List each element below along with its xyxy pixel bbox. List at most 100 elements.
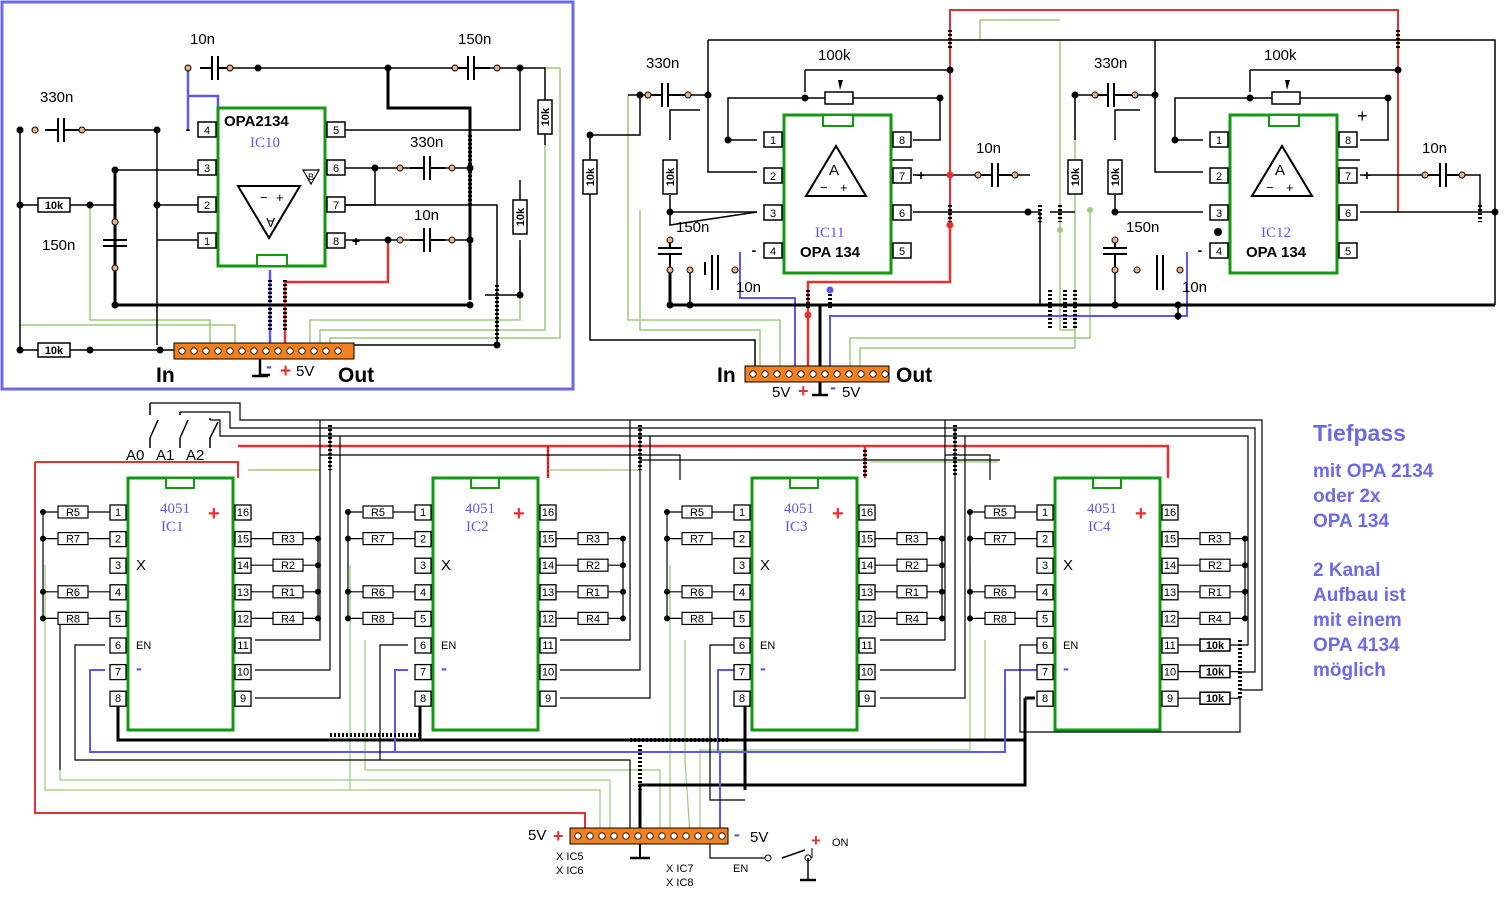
- filter-right-capacitors: [648, 83, 1462, 290]
- notes-panel: Tiefpass mit OPA 2134 oder 2x OPA 134 2 …: [1313, 420, 1433, 683]
- mux-type-label: 4051: [1087, 501, 1117, 517]
- mux-pin-number: 5: [115, 613, 121, 625]
- mux-plus: +: [832, 503, 844, 525]
- opamp-a-label: A: [266, 215, 275, 230]
- mux-ref-label: IC3: [785, 519, 808, 535]
- mux-pin-number: 8: [420, 693, 426, 705]
- ic11-ref: IC11: [815, 225, 844, 241]
- mux-resistor-label: R8: [66, 613, 80, 625]
- svg-text:4: 4: [1216, 246, 1222, 258]
- mux-resistor: [984, 585, 1016, 599]
- mux-resistor-label: R7: [371, 534, 385, 546]
- ic11-minus: -: [752, 242, 757, 258]
- notes-title: Tiefpass: [1313, 420, 1406, 446]
- svg-text:8: 8: [899, 135, 905, 147]
- opamp-minus: −: [260, 190, 268, 205]
- opamp-triangle-icon: [804, 144, 868, 197]
- mux-resistor-label: R3: [905, 534, 919, 546]
- mux-resistor: [896, 531, 928, 546]
- pot-label-ic12: 100k: [1264, 47, 1297, 64]
- svg-text:-: -: [830, 377, 836, 397]
- mux-pin-number: 15: [861, 534, 873, 546]
- mux-pin-number: 8: [739, 693, 745, 705]
- mux-pin-number: 11: [542, 640, 553, 652]
- ic11-name: OPA 134: [800, 244, 861, 261]
- svg-text:7: 7: [899, 171, 905, 183]
- filter-left-resistors: 10k 10k 10k 10k: [37, 99, 553, 358]
- mux-resistor: [681, 505, 713, 519]
- mux-pin-number: 11: [237, 640, 248, 652]
- cap-label-330n-ic11: 330n: [646, 55, 679, 72]
- opamp-triangle-icon: [236, 185, 302, 240]
- svg-text:−: −: [820, 180, 828, 195]
- svg-text:X IC6: X IC6: [556, 865, 584, 877]
- mux-resistor-label: R3: [281, 534, 295, 546]
- mux-pin-number: 4: [420, 587, 426, 599]
- r-v2-label: 10k: [515, 207, 527, 226]
- mux-resistor: [272, 585, 304, 599]
- mux-resistor: [1199, 585, 1231, 599]
- address-switches[interactable]: A0 A1 A2: [126, 403, 219, 464]
- cap-label-10n-dec-ic11: 10n: [736, 279, 761, 296]
- cap-label-330n-in: 330n: [40, 89, 73, 106]
- mux-resistor-label: R5: [66, 507, 80, 519]
- svg-text:4: 4: [770, 246, 776, 258]
- mux-pin: [1036, 663, 1054, 681]
- filter-right-5v-left: 5V: [772, 384, 790, 401]
- mux-resistor-label: R3: [586, 534, 600, 546]
- ic10-pin-5: 5: [333, 125, 339, 137]
- ic10-pin-3: 3: [204, 163, 210, 175]
- mux-resistor-label: R4: [281, 613, 295, 625]
- cap-label-150n-gnd: 150n: [42, 237, 75, 254]
- ic11-chip: 1 2 3 4 8 7 6 5 - + A − + IC11 OPA 134: [752, 113, 925, 275]
- mux-resistor-10k: [1199, 691, 1231, 705]
- notes-line: OPA 134: [1313, 511, 1390, 532]
- ic10-pin-4: 4: [204, 125, 210, 137]
- mux-resistor: [896, 611, 928, 626]
- filter-right-in-label: In: [717, 364, 736, 387]
- mux-resistor: [681, 531, 713, 546]
- svg-text:2: 2: [770, 171, 776, 183]
- mux-resistor: [577, 558, 609, 572]
- mux-pin: [539, 690, 557, 707]
- mux-pin: [539, 663, 557, 681]
- cap-label-150n-top: 150n: [458, 31, 491, 48]
- mux-pin: [1161, 504, 1179, 521]
- mux-resistor-label: R6: [371, 587, 385, 599]
- mux-type-label: 4051: [160, 501, 190, 517]
- mux-pin: [109, 637, 127, 654]
- mux-resistor: [57, 505, 89, 519]
- mux-x-label: X: [441, 557, 451, 574]
- mux-resistor-label: R4: [586, 613, 600, 625]
- mux-resistor-label: R1: [586, 587, 600, 599]
- svg-text:1: 1: [770, 135, 776, 147]
- mux-pin-number: 16: [237, 507, 249, 519]
- mux-type-label: 4051: [784, 501, 814, 517]
- ic10-pin-1: 1: [204, 236, 210, 248]
- mux-resistor: [1199, 531, 1231, 546]
- switch-a2-label: A2: [186, 447, 204, 464]
- mux-pin-number: 10: [861, 667, 873, 679]
- ic10-chip: 4 3 2 1 5 6 7 8 - + OPA2134 IC10 − + A B: [186, 106, 360, 268]
- mux-pin-number: 1: [1042, 507, 1048, 519]
- svg-text:−: −: [1266, 180, 1274, 195]
- mux-pin-number: 16: [542, 507, 554, 519]
- cap-label-330n-ic12: 330n: [1094, 55, 1127, 72]
- mux-resistor-label: R2: [586, 560, 600, 572]
- cap-label-150n-ic11: 150n: [676, 219, 709, 236]
- mux-minus: -: [1063, 658, 1069, 678]
- mux-5v-left: 5V: [528, 827, 546, 844]
- mux-resistor: [57, 585, 89, 599]
- mux-resistor-10k-label: 10k: [1206, 667, 1225, 679]
- cap-label-10n-ic12: 10n: [1422, 140, 1447, 157]
- mux-resistor: [362, 531, 394, 546]
- svg-text:+: +: [1286, 180, 1294, 195]
- mux-pin-number: 2: [420, 534, 426, 546]
- svg-text:EN: EN: [733, 863, 748, 875]
- mux-resistor-label: R1: [281, 587, 295, 599]
- mux-pin: [109, 690, 127, 707]
- mux-pin-number: 8: [1042, 693, 1048, 705]
